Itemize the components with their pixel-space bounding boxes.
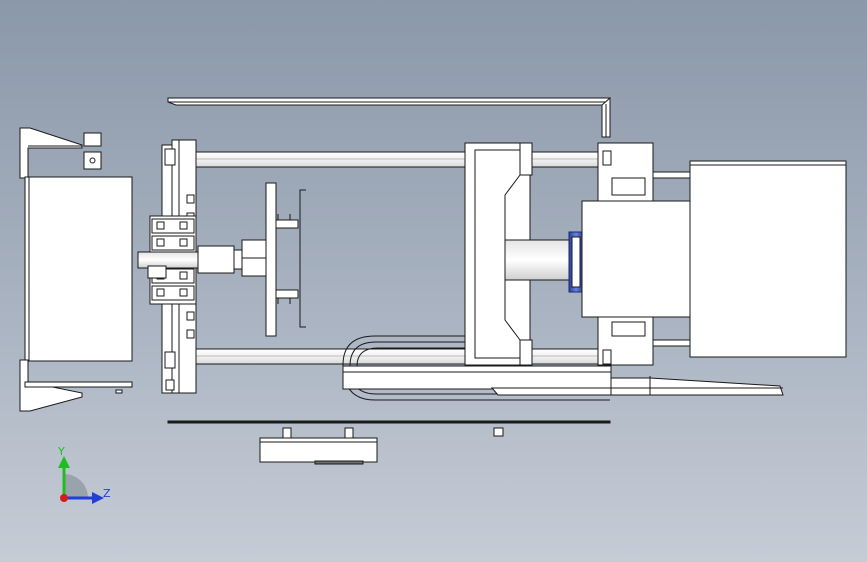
- base-frame: [167, 420, 611, 437]
- coordinate-triad: Y Z: [57, 445, 111, 504]
- mold-plates: [265, 182, 306, 337]
- z-axis-label: Z: [103, 487, 111, 500]
- z-axis-arrowhead: [92, 492, 104, 504]
- bottom-slide-rail: [342, 365, 784, 396]
- y-axis-label: Y: [57, 445, 65, 458]
- triad-origin: [60, 494, 68, 502]
- injection-block: [137, 215, 267, 305]
- hydraulic-power-unit: [689, 160, 847, 358]
- y-axis-arrowhead: [58, 456, 70, 468]
- clamp-cylinder-housing: [581, 200, 698, 318]
- electrical-box: [259, 427, 378, 465]
- triad-background-arc: [64, 474, 88, 498]
- left-guard-panel: [24, 176, 133, 362]
- left-end-guard: [19, 127, 133, 412]
- top-guard-rail: [167, 96, 611, 138]
- rear-platen: [581, 142, 698, 366]
- clamp-ram: [504, 231, 584, 293]
